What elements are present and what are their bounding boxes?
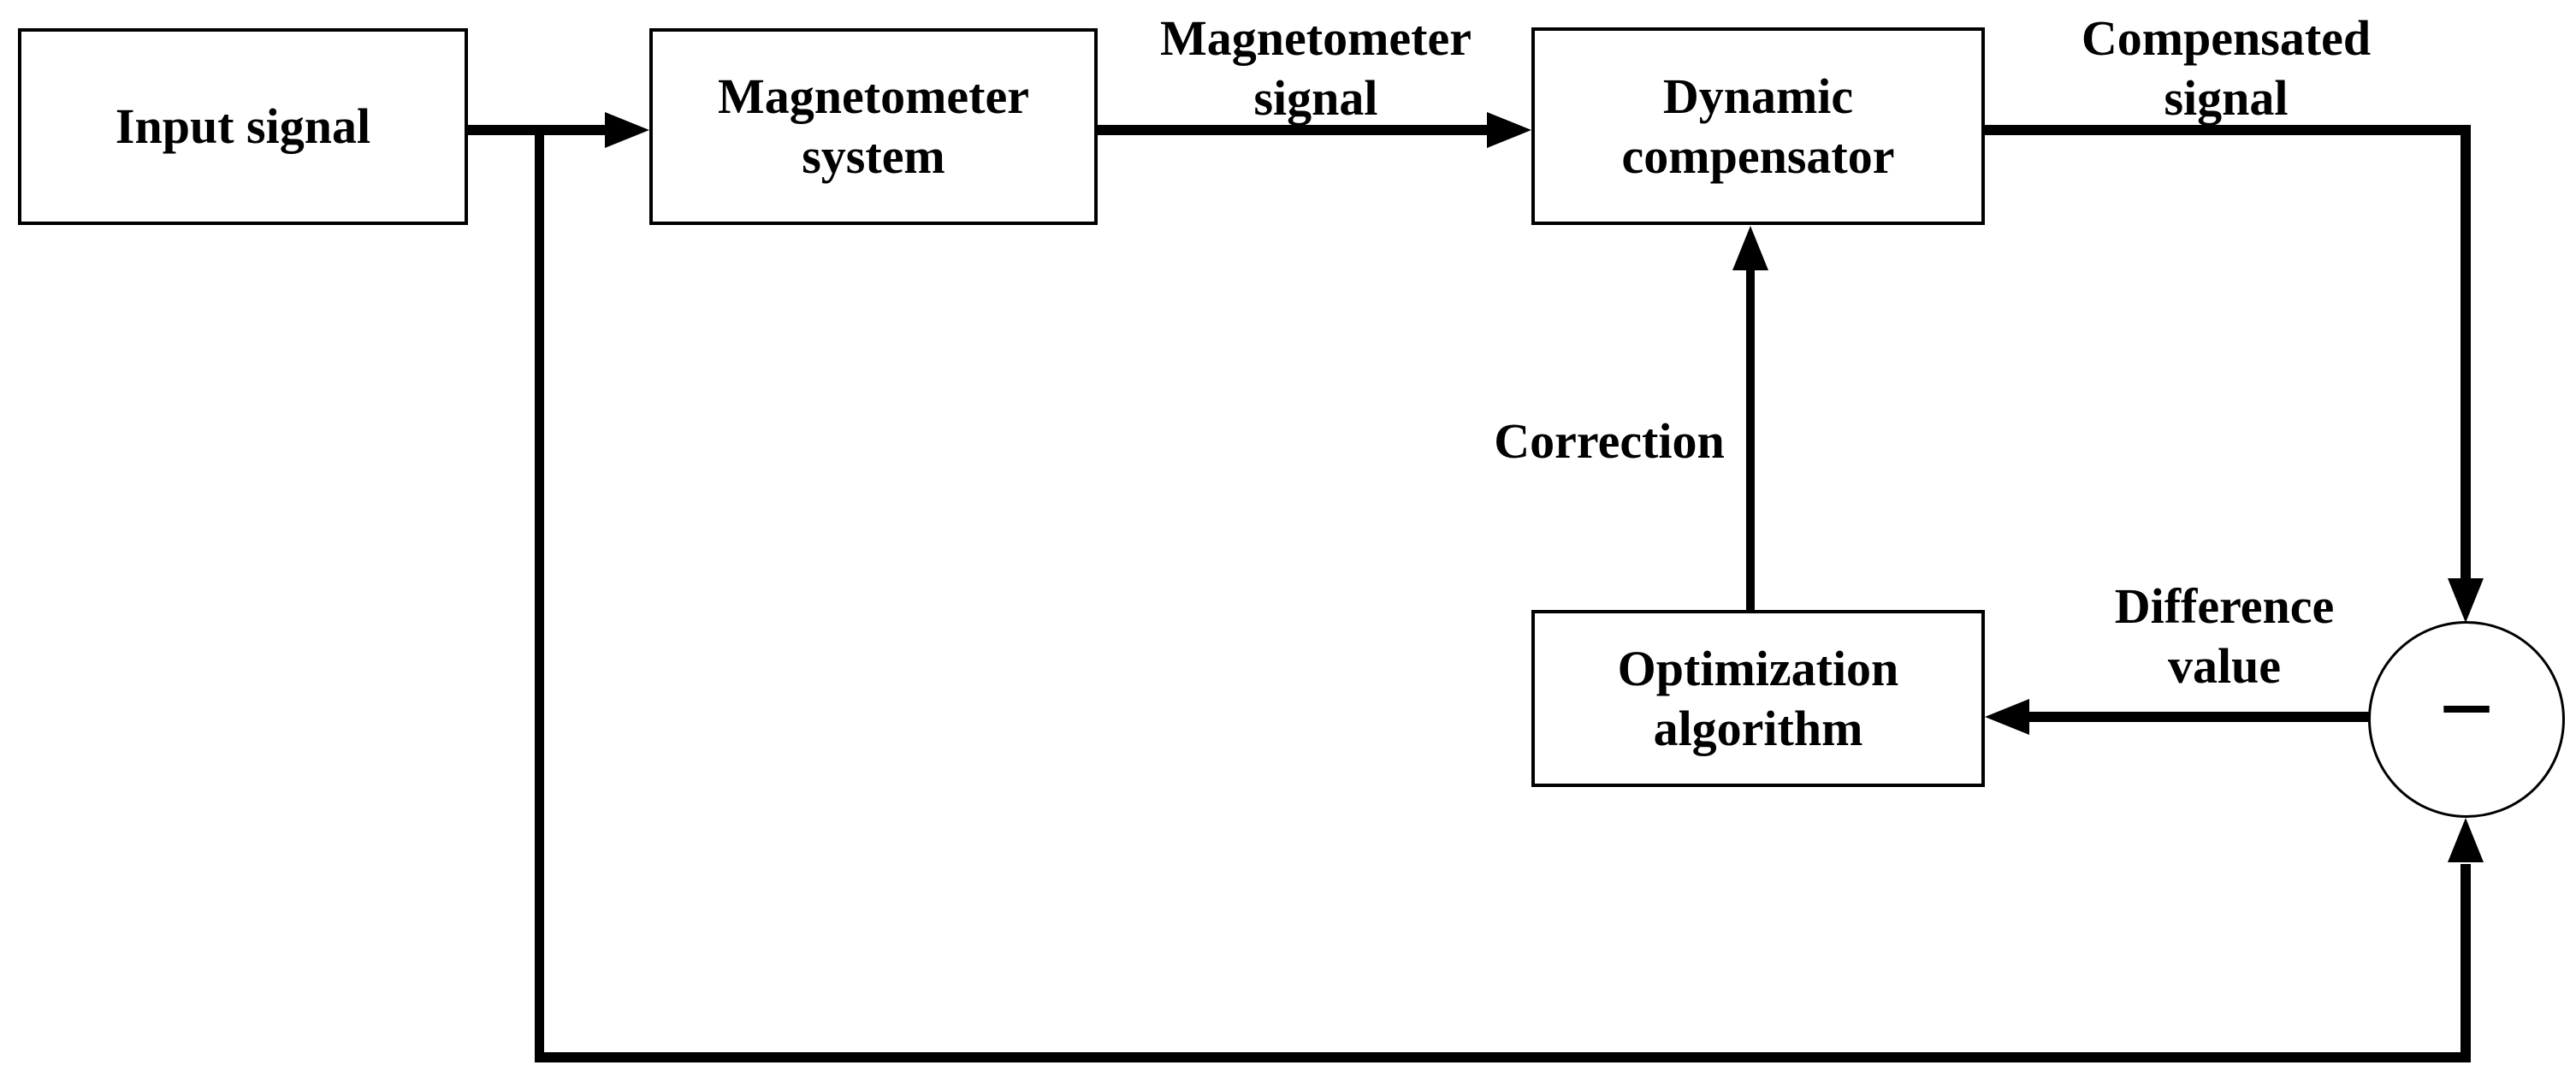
summing-junction-circle: −: [2368, 621, 2565, 818]
dynamic-compensator-box-label-line2: compensator: [1621, 127, 1895, 184]
input-feedback-branch-line-vertical: [535, 125, 544, 1062]
compensated-signal-label-line1: Compensated: [2081, 10, 2372, 66]
difference-value-label-line2: value: [2167, 638, 2282, 694]
compensated-signal-line-vertical: [2461, 125, 2471, 582]
difference-value-line-horizontal: [2028, 712, 2370, 722]
difference-value-label: Difference value: [2045, 577, 2404, 696]
correction-label-text: Correction: [1494, 413, 1725, 469]
input-signal-box-label: Input signal: [115, 98, 371, 154]
input-feedback-right-line-vertical: [2461, 864, 2471, 1062]
magnetometer-to-dynamic-line: [1098, 125, 1489, 135]
arrowhead-into-junction-bottom-icon: [2448, 818, 2484, 862]
difference-value-label-line1: Difference: [2114, 578, 2335, 634]
correction-line-vertical: [1746, 269, 1755, 613]
dynamic-compensator-box: Dynamic compensator: [1531, 27, 1985, 225]
compensated-signal-label: Compensated signal: [2046, 9, 2406, 128]
compensated-signal-line-horizontal: [1985, 125, 2471, 135]
magnetometer-system-box-label-line1: Magnetometer: [718, 68, 1029, 124]
dynamic-compensator-box-label-line1: Dynamic: [1662, 68, 1854, 124]
arrowhead-into-magnetometer-icon: [605, 112, 649, 148]
arrowhead-into-junction-top-icon: [2448, 578, 2484, 623]
optimization-algorithm-box: Optimization algorithm: [1531, 610, 1985, 787]
input-signal-box: Input signal: [18, 28, 468, 225]
minus-operator: −: [2438, 654, 2495, 763]
arrowhead-into-optimization-icon: [1985, 699, 2029, 735]
magnetometer-signal-label-line2: signal: [1253, 70, 1378, 126]
arrowhead-into-dynamic-compensator-icon: [1487, 112, 1531, 148]
optimization-algorithm-box-label-line2: algorithm: [1653, 700, 1863, 756]
input-feedback-bottom-line-horizontal: [535, 1052, 2471, 1062]
optimization-algorithm-box-label-line1: Optimization: [1617, 640, 1899, 696]
compensated-signal-label-line2: signal: [2164, 70, 2289, 126]
magnetometer-signal-label-line1: Magnetometer: [1160, 10, 1472, 66]
arrowhead-correction-into-dynamic-icon: [1732, 226, 1768, 270]
magnetometer-system-box: Magnetometer system: [649, 28, 1098, 225]
magnetometer-signal-label: Magnetometer signal: [1136, 9, 1495, 128]
correction-label: Correction: [1430, 411, 1789, 471]
magnetometer-system-box-label-line2: system: [802, 128, 945, 184]
